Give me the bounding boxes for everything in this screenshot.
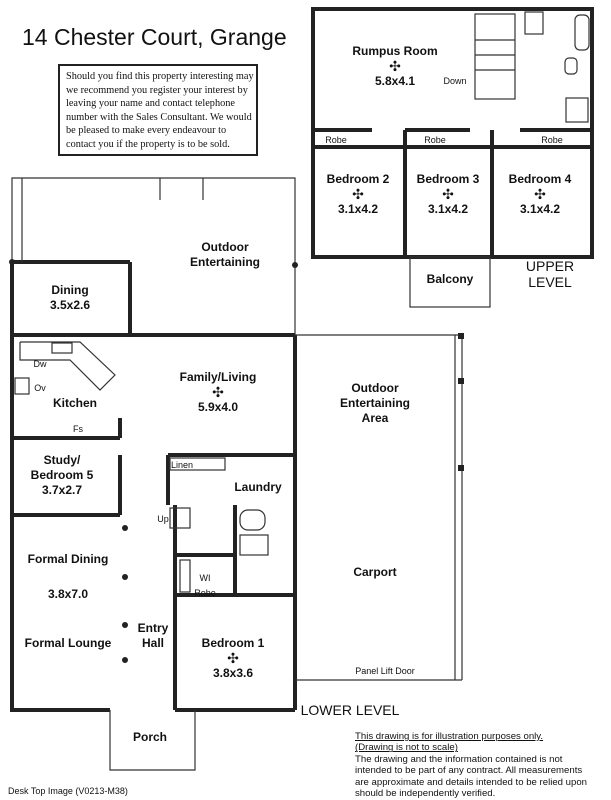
room-formal-lounge: Formal Lounge xyxy=(24,636,112,650)
room-bedroom-3: Bedroom 3✣3.1x4.2 xyxy=(416,172,480,216)
disclaimer-body: The drawing and the information containe… xyxy=(355,753,588,800)
notice-box: Should you find this property interestin… xyxy=(58,64,258,156)
ceiling-fan-icon: ✣ xyxy=(352,186,364,202)
stairs-up-label: Up xyxy=(157,514,169,524)
lower-level-details xyxy=(11,177,463,771)
dishwasher-label: Dw xyxy=(33,359,47,369)
robe-label: Robe xyxy=(325,135,347,145)
linen-label: Linen xyxy=(170,460,194,470)
lower-level-label: LOWER LEVEL xyxy=(300,702,400,718)
disclaimer-line-2: (Drawing is not to scale) xyxy=(355,742,458,754)
fridge-space-label: Fs xyxy=(73,424,83,434)
room-kitchen: Kitchen xyxy=(52,396,98,410)
room-family-living: Family/Living✣5.9x4.0 xyxy=(179,370,257,414)
columns xyxy=(9,259,464,663)
room-laundry: Laundry xyxy=(234,480,282,494)
room-porch: Porch xyxy=(132,730,168,744)
room-bedroom-4: Bedroom 4✣3.1x4.2 xyxy=(508,172,572,216)
page-title: 14 Chester Court, Grange xyxy=(22,24,287,50)
room-bedroom-2: Bedroom 2✣3.1x4.2 xyxy=(326,172,390,216)
disclaimer: This drawing is for illustration purpose… xyxy=(355,731,595,799)
robe-label: Robe xyxy=(541,135,563,145)
lower-level-walls xyxy=(10,260,297,712)
room-carport: Carport xyxy=(353,565,397,579)
ceiling-fan-icon: ✣ xyxy=(389,58,401,74)
room-rumpus: Rumpus Room✣5.8x4.1 xyxy=(352,44,438,88)
stairs-down-label: Down xyxy=(443,76,467,86)
ceiling-fan-icon: ✣ xyxy=(227,650,239,666)
image-code: Desk Top Image (V0213-M38) xyxy=(8,786,128,796)
room-bedroom-1: Bedroom 1✣3.8x3.6 xyxy=(201,636,265,680)
ceiling-fan-icon: ✣ xyxy=(534,186,546,202)
room-balcony: Balcony xyxy=(426,272,474,286)
panel-lift-door-label: Panel Lift Door xyxy=(355,666,415,676)
oven-label: Ov xyxy=(34,383,46,393)
ceiling-fan-icon: ✣ xyxy=(442,186,454,202)
disclaimer-line-1: This drawing is for illustration purpose… xyxy=(355,731,544,742)
upper-level-details xyxy=(409,11,590,308)
robe-label: Robe xyxy=(424,135,446,145)
ceiling-fan-icon: ✣ xyxy=(212,384,224,400)
